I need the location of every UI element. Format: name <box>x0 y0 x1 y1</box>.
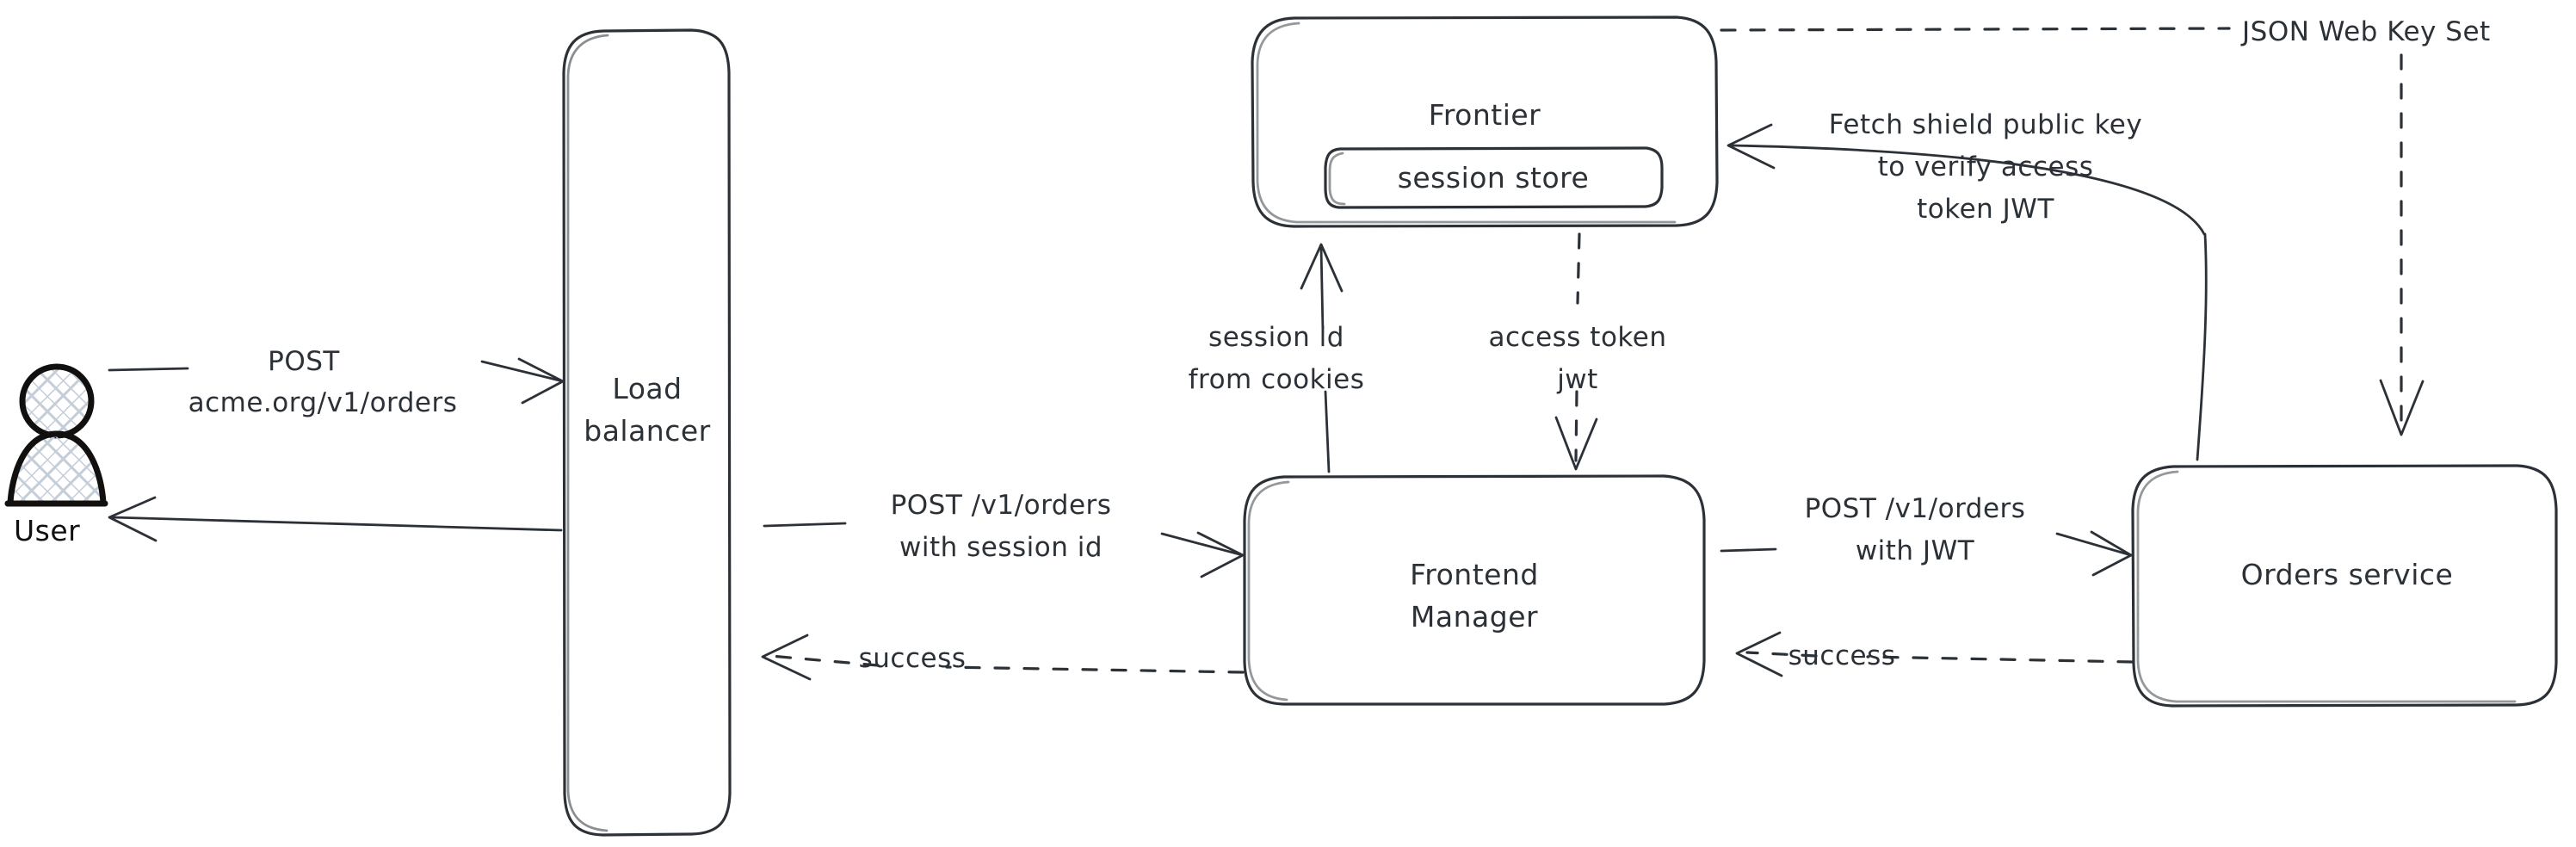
edge-orders-to-frontier-label-line3: token JWT <box>1917 194 2054 225</box>
node-load-balancer-label-line2: balancer <box>584 414 711 448</box>
node-frontend-manager-label-line1: Frontend <box>1410 558 1539 591</box>
node-frontend-manager-label-line2: Manager <box>1411 600 1538 634</box>
edge-fm-to-lb: success <box>761 634 1245 681</box>
edge-fm-to-lb-label: success <box>859 643 967 674</box>
edge-lb-to-fm: POST /v1/orders with session id <box>763 490 1245 578</box>
person-icon <box>4 363 108 507</box>
edge-lb-to-fm-label-line1: POST /v1/orders <box>891 490 1112 521</box>
node-load-balancer-label-line1: Load <box>612 372 682 405</box>
actor-user[interactable]: User <box>4 363 108 547</box>
node-session-store-label: session store <box>1398 161 1590 195</box>
edge-orders-to-frontier-label-line2: to verify access <box>1878 151 2094 182</box>
node-frontend-manager[interactable]: Frontend Manager <box>1243 474 1706 706</box>
edge-fm-to-frontier: session id from cookies <box>1189 243 1365 473</box>
edge-fm-to-orders-label-line2: with JWT <box>1856 535 1975 566</box>
node-load-balancer[interactable]: Load balancer <box>562 28 732 837</box>
edge-fm-to-frontier-label-line2: from cookies <box>1189 364 1365 395</box>
edge-orders-to-fm: success <box>1735 631 2134 677</box>
edge-user-to-lb-label-line1: POST <box>268 346 340 377</box>
edge-frontier-to-fm-label-line1: access token <box>1488 322 1666 353</box>
node-orders-service-label: Orders service <box>2241 558 2454 591</box>
node-orders-service[interactable]: Orders service <box>2131 464 2558 708</box>
actor-user-label: User <box>14 514 80 547</box>
edge-frontier-to-fm: access token jwt <box>1488 232 1666 471</box>
edge-frontier-to-fm-label-line2: jwt <box>1556 364 1598 395</box>
edge-orders-to-frontier-label-line1: Fetch shield public key <box>1829 109 2142 140</box>
edge-lb-to-fm-label-line2: with session id <box>899 532 1103 563</box>
edge-user-to-lb-label-line2: acme.org/v1/orders <box>188 387 458 418</box>
edge-orders-to-fm-label: success <box>1788 640 1896 671</box>
edge-jwks-label: JSON Web Key Set <box>2240 16 2491 47</box>
node-session-store[interactable]: session store <box>1324 146 1664 209</box>
node-frontier-label: Frontier <box>1429 98 1541 132</box>
edge-fm-to-orders: POST /v1/orders with JWT <box>1720 493 2133 577</box>
node-frontier[interactable]: Frontier session store <box>1251 15 1719 228</box>
edge-fm-to-orders-label-line1: POST /v1/orders <box>1805 493 2026 524</box>
edge-jwks-to-orders: JSON Web Key Set <box>1720 16 2491 436</box>
edge-orders-to-frontier: Fetch shield public key to verify access… <box>1727 109 2208 461</box>
edge-user-to-lb: POST acme.org/v1/orders <box>108 346 565 418</box>
edge-lb-to-user <box>108 496 563 542</box>
edge-fm-to-frontier-label-line1: session id <box>1208 322 1344 353</box>
